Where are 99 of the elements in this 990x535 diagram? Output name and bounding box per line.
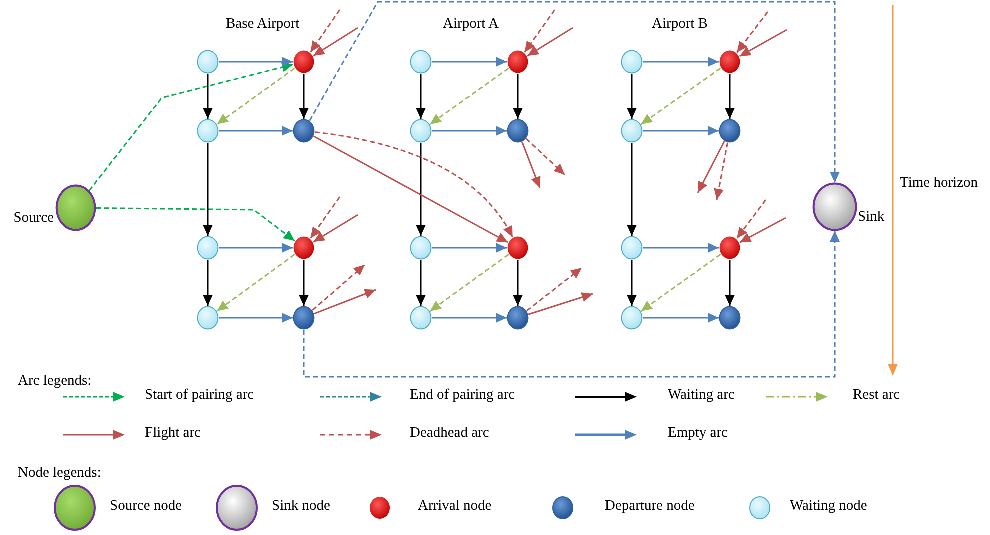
waiting-node — [197, 119, 219, 143]
legend-label: Rest arc — [853, 387, 900, 403]
legend-label: Sink node — [272, 498, 330, 514]
arrow — [513, 260, 523, 306]
waiting-node — [197, 50, 219, 74]
arrow — [697, 141, 726, 194]
axis-label: Time horizon — [900, 175, 978, 191]
arrow — [432, 126, 507, 136]
legend-label: Waiting arc — [668, 387, 735, 403]
departure-node — [719, 119, 741, 143]
legend-heading: Arc legends: — [18, 373, 92, 389]
arrow — [725, 74, 735, 119]
column-heading: Airport B — [652, 16, 708, 32]
legend-label: End of pairing arc — [410, 387, 516, 403]
arrow — [643, 243, 719, 253]
arrow — [430, 68, 510, 126]
arrow — [313, 214, 358, 243]
node-label: Source — [14, 210, 54, 226]
arrow — [725, 260, 735, 306]
waiting-node — [410, 236, 432, 260]
arrow — [219, 313, 293, 323]
arrow — [309, 1, 840, 183]
column-heading: Airport A — [443, 16, 499, 32]
arrow — [432, 243, 507, 253]
arrival-node — [507, 236, 529, 260]
arrow — [528, 292, 594, 316]
arrow — [736, 12, 769, 54]
legend-label: Start of pairing arc — [145, 387, 254, 403]
waiting-node — [621, 50, 643, 74]
arrow — [643, 126, 719, 136]
arrow — [303, 231, 840, 378]
arrow — [640, 68, 722, 126]
arrow — [430, 254, 510, 312]
departure-node — [507, 119, 529, 143]
arrow — [643, 313, 719, 323]
waiting-node — [197, 306, 219, 330]
arrow — [739, 29, 788, 58]
arrow — [526, 267, 582, 312]
departure-node — [293, 306, 315, 330]
arrow — [312, 264, 366, 312]
arrival-node — [507, 50, 529, 74]
arrow — [527, 27, 574, 57]
waiting-node — [410, 50, 432, 74]
arrow — [513, 74, 523, 119]
node-label: Sink — [858, 209, 885, 225]
arrow — [88, 62, 294, 192]
legend-label: Arrival node — [418, 498, 492, 514]
departure-node — [293, 119, 315, 143]
departure-node — [507, 306, 529, 330]
arrow — [310, 196, 341, 239]
column-heading: Base Airport — [226, 16, 300, 32]
legend-label: Waiting node — [790, 498, 868, 514]
arrow — [526, 138, 566, 176]
arrow — [299, 74, 309, 119]
waiting-node — [621, 236, 643, 260]
waiting-node — [410, 306, 432, 330]
arrow — [522, 142, 541, 188]
arrow — [740, 217, 786, 244]
arrow — [416, 143, 426, 236]
arrival-node — [719, 50, 741, 74]
arrow — [216, 68, 296, 125]
arrow — [203, 74, 213, 119]
arrow — [219, 126, 293, 136]
arrow — [627, 260, 637, 306]
waiting-node — [197, 236, 219, 260]
arrow — [299, 260, 309, 306]
waiting-node — [621, 119, 643, 143]
arrow — [314, 289, 376, 315]
arrow — [640, 254, 722, 312]
arrow — [203, 143, 213, 236]
arrival-node — [719, 236, 741, 260]
legend-label: Deadhead arc — [410, 425, 490, 441]
legend-label: Empty arc — [668, 425, 728, 441]
arrow — [310, 10, 341, 53]
arrival-node — [293, 50, 315, 74]
arrow — [313, 27, 358, 57]
arrow — [219, 57, 293, 67]
arrow — [714, 142, 729, 200]
arrow — [627, 74, 637, 119]
arrow — [432, 57, 507, 67]
legend-heading: Node legends: — [18, 465, 102, 481]
legend-label: Flight arc — [145, 425, 201, 441]
arrow — [203, 260, 213, 306]
waiting-node — [621, 306, 643, 330]
waiting-node — [410, 119, 432, 143]
arrow — [416, 74, 426, 119]
arrow — [736, 200, 767, 240]
departure-node — [719, 306, 741, 330]
arrow — [432, 313, 507, 323]
arrow — [216, 254, 296, 312]
arrow — [627, 143, 637, 236]
arrow — [524, 10, 556, 53]
arrival-node — [293, 236, 315, 260]
arrow — [96, 207, 296, 242]
legend-label: Departure node — [605, 498, 695, 514]
arrow — [416, 260, 426, 306]
arrow — [643, 57, 719, 67]
arrow — [219, 243, 293, 253]
legend-label: Source node — [110, 498, 182, 514]
